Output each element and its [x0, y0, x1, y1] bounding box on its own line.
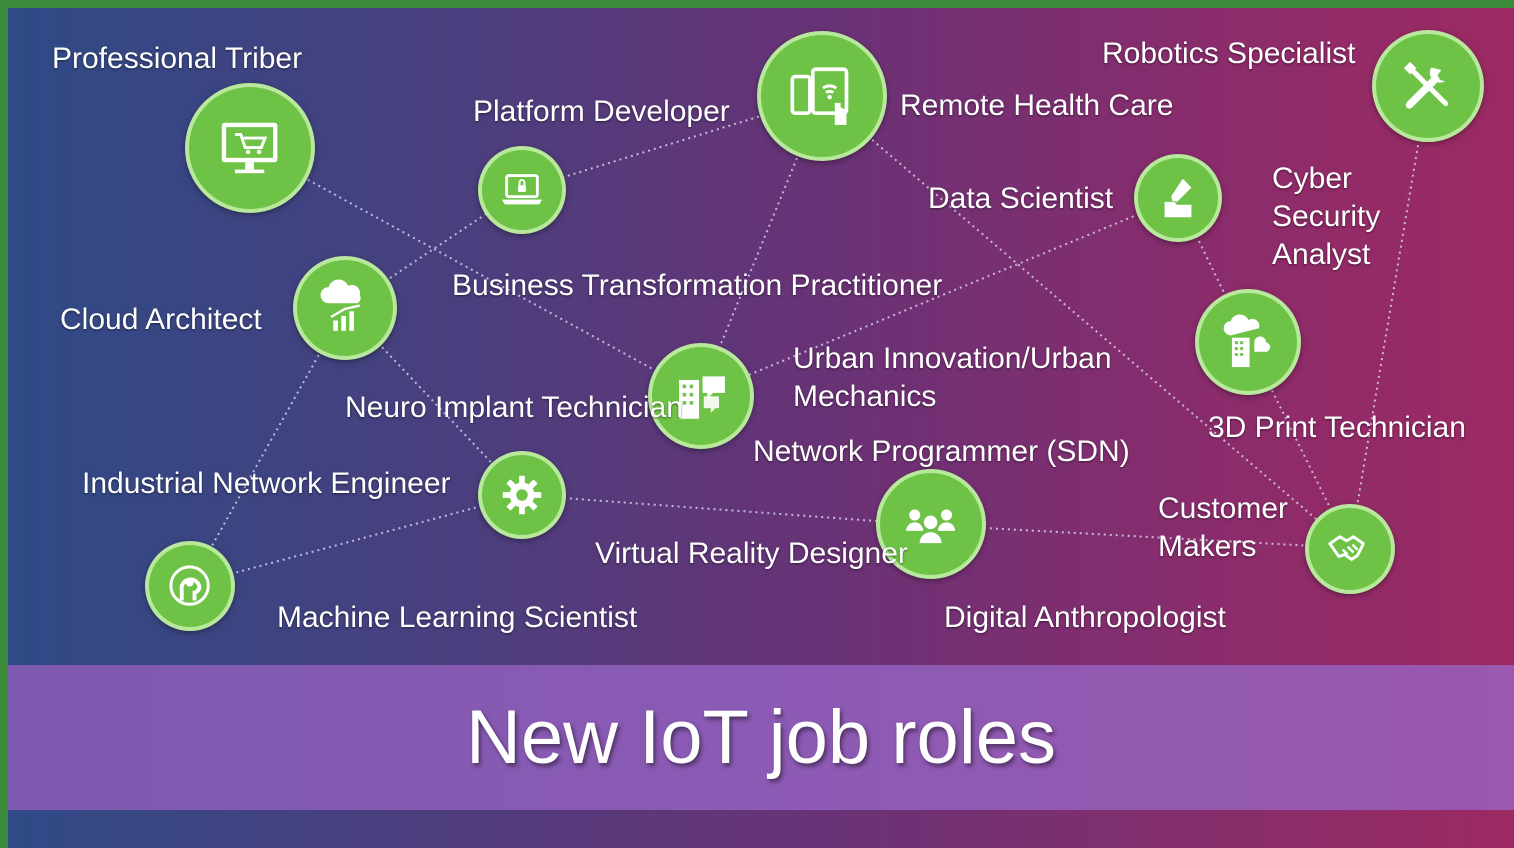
people-group-icon: [906, 509, 956, 544]
network-programmer-label: Network Programmer (SDN): [753, 435, 1130, 468]
remote-health-care-label: Remote Health Care: [900, 89, 1174, 122]
remote-health-care-node: [757, 31, 887, 161]
pipette-folder-icon: [1164, 178, 1192, 218]
person-brain-icon: [169, 565, 211, 607]
professional-triber-label: Professional Triber: [52, 42, 303, 75]
link: [521, 96, 823, 191]
data-scientist-node: [1134, 154, 1222, 242]
platform-developer-label: Platform Developer: [473, 95, 730, 128]
link: [249, 147, 701, 396]
wrench-screwdriver-icon: [1403, 61, 1448, 109]
title-banner: New IoT job roles: [8, 665, 1514, 810]
page-title: New IoT job roles: [466, 695, 1056, 780]
machine-learning-scientist-node: [145, 541, 235, 631]
3d-print-technician-node: [1195, 289, 1301, 395]
business-transformation-label: Business Transformation Practitioner: [452, 269, 943, 302]
cloud-building-icon: [1223, 314, 1270, 367]
link: [521, 494, 931, 526]
link: [1349, 85, 1429, 549]
link: [1247, 341, 1351, 549]
machine-learning-scientist-label: Machine Learning Scientist: [277, 601, 638, 634]
cyber-security-analyst-label: Cyber Security Analyst: [1272, 162, 1381, 271]
neuro-implant-label: Neuro Implant Technician: [345, 391, 683, 424]
link: [929, 524, 1351, 549]
urban-innovation-label: Urban Innovation/Urban Mechanics: [793, 342, 1112, 413]
handshake-icon: [1328, 535, 1366, 562]
robotics-specialist-label: Robotics Specialist: [1102, 37, 1356, 70]
link: [189, 494, 523, 586]
3d-print-technician-label: 3D Print Technician: [1208, 411, 1466, 444]
industrial-network-engineer-label: Industrial Network Engineer: [82, 467, 451, 500]
data-scientist-label: Data Scientist: [928, 182, 1114, 215]
customer-makers-label: Customer Makers: [1158, 492, 1289, 563]
shopping-cart-monitor-icon: [222, 123, 278, 174]
cloud-chart-icon: [320, 279, 361, 332]
link: [189, 307, 346, 586]
tablet-touch-icon: [790, 67, 849, 126]
laptop-lock-icon: [501, 174, 543, 205]
neuro-implant-technician-node: [648, 343, 754, 449]
digital-anthropologist-label: Digital Anthropologist: [944, 601, 1226, 634]
link: [699, 197, 1179, 396]
link: [821, 96, 1351, 549]
professional-triber-node: [185, 83, 315, 213]
bottom-strip: [8, 810, 1514, 848]
gear-icon: [502, 475, 542, 515]
virtual-reality-designer-node: [876, 469, 986, 579]
platform-developer-node: [478, 146, 566, 234]
robotics-specialist-node: [1372, 30, 1484, 142]
cloud-architect-node: [293, 256, 397, 360]
industrial-network-engineer-node: [478, 451, 566, 539]
virtual-reality-designer-label: Virtual Reality Designer: [595, 537, 908, 570]
customer-makers-node: [1305, 504, 1395, 594]
building-chat-icon: [678, 376, 725, 419]
cloud-architect-label: Cloud Architect: [60, 303, 262, 336]
